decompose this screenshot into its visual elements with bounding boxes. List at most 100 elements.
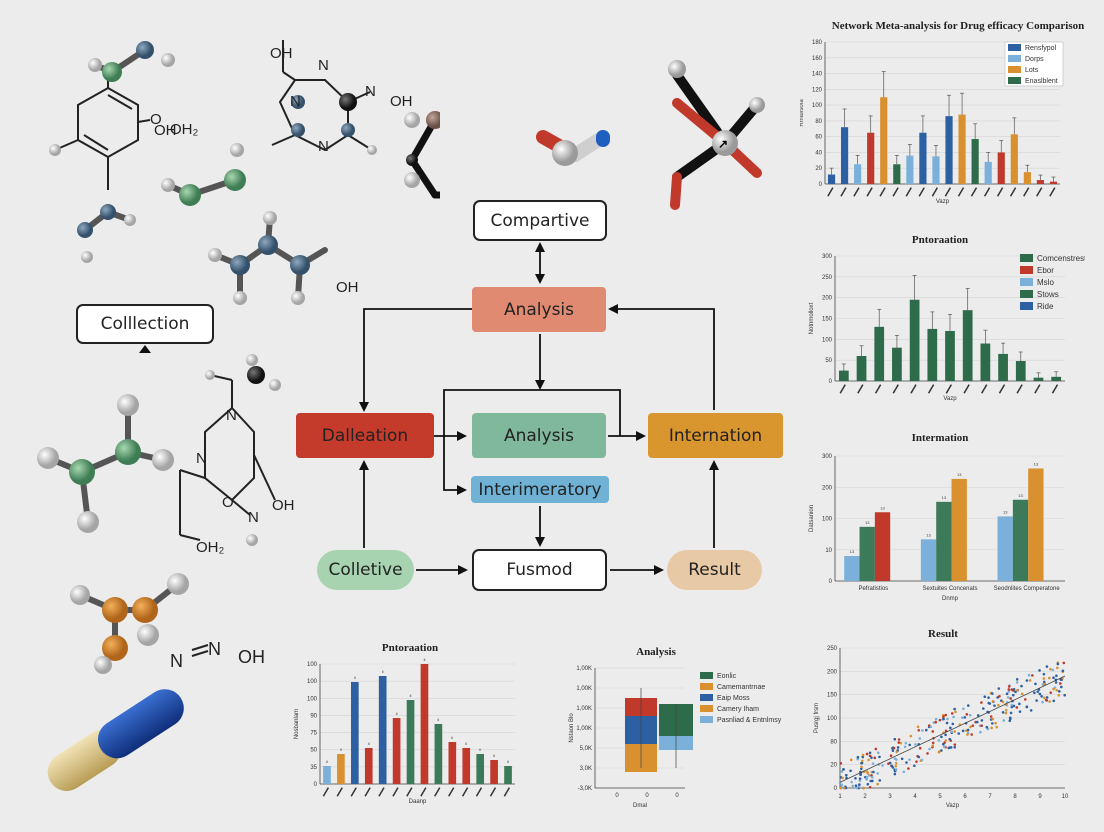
scatter-point (904, 741, 908, 745)
y-tick-label: 250 (827, 646, 838, 652)
y-tick-label: 1,00K (576, 726, 592, 732)
bar (874, 326, 885, 381)
x-tick-label: 3 (888, 794, 892, 800)
scatter-point (907, 767, 910, 770)
scatter-point (845, 776, 848, 780)
y-axis-label: Rmtbfsofa (800, 99, 805, 127)
scatter-point (891, 749, 895, 752)
scatter-point (842, 768, 845, 771)
scatter-point (966, 733, 969, 736)
scatter-point (878, 779, 882, 782)
legend-swatch (1020, 266, 1033, 274)
scatter-point (1027, 673, 1031, 677)
scatter-point (1002, 719, 1006, 722)
legend-label: Rensfypol (1025, 45, 1057, 52)
scatter-point (1008, 716, 1012, 720)
x-tick-label: ▬▬ (838, 186, 848, 198)
x-tick-label: ▬▬ (979, 383, 989, 395)
bar (927, 328, 938, 381)
scatter-point (844, 773, 848, 777)
scatter-point (971, 724, 975, 727)
interimeratory-box[interactable]: Interimeratory (471, 476, 609, 503)
bar (920, 539, 937, 581)
scatter-point (943, 745, 947, 748)
analysis-top-box[interactable]: Analysis (472, 287, 606, 332)
comparative-box[interactable]: Compartive (473, 200, 607, 241)
y-tick-label: 50 (825, 358, 832, 364)
scatter-point (1015, 681, 1019, 684)
x-tick-label: ▬▬ (1014, 383, 1024, 395)
trend-line (839, 675, 1066, 783)
internation-box[interactable]: Internation (648, 413, 783, 458)
scatter-point (1018, 702, 1021, 706)
y-tick-label: 200 (822, 296, 833, 302)
analysis-mid-box[interactable]: Analysis (472, 413, 606, 458)
scatter-point (969, 713, 972, 717)
scatter-point (855, 786, 859, 790)
scatter-point (900, 757, 904, 761)
colletive-box[interactable]: Colletive (317, 550, 414, 590)
scatter-point (1012, 687, 1016, 691)
scatter-point (1044, 698, 1048, 702)
scatter-point (1018, 710, 1022, 713)
scatter-point (989, 715, 993, 718)
scatter-point (990, 726, 993, 730)
scatter-point (931, 744, 935, 748)
scatter-point (1038, 669, 1041, 672)
fusmod-box[interactable]: Fusmod (472, 549, 607, 591)
x-tick-label: ▬▬ (943, 186, 953, 198)
chart-1-title: Network Meta-analysis for Drug efficacy … (831, 20, 1085, 32)
scatter-point (991, 722, 994, 725)
molecule-atom-label: OH₂ (196, 539, 225, 556)
scatter-point (849, 769, 852, 773)
scatter-point (1056, 666, 1059, 670)
bar (984, 161, 992, 184)
bar (867, 132, 875, 184)
scatter-point (950, 712, 954, 715)
x-tick-label: ▬▬ (997, 383, 1007, 395)
scatter-point (950, 730, 954, 734)
scatter-point (1015, 678, 1019, 681)
scatter-point (966, 728, 970, 732)
scatter-point (1007, 688, 1011, 691)
legend-swatch (1020, 290, 1033, 298)
scatter-point (858, 783, 861, 786)
scatter-point (917, 755, 921, 759)
x-tick-label: Sextuites Concenats (922, 586, 977, 592)
scatter-point (1001, 711, 1005, 714)
result-box[interactable]: Result (667, 550, 762, 590)
scatter-point (946, 717, 949, 721)
bar (1051, 376, 1062, 381)
y-tick-label: 1,00K (576, 706, 592, 712)
x-tick-label: 4 (913, 794, 917, 800)
molecule-atom-label: OH (336, 279, 359, 296)
x-tick-label: ▬▬ (926, 383, 936, 395)
bar (962, 310, 973, 381)
x-tick-label: 9 (1038, 794, 1042, 800)
dalleation-box[interactable]: Dalleation (296, 413, 434, 458)
y-axis-label: Notnmolloxt (809, 302, 815, 334)
x-axis-label: Vazp (946, 803, 960, 809)
y-tick-label: 300 (822, 454, 833, 460)
data-label: 13 (957, 472, 962, 477)
bar (958, 114, 966, 184)
scatter-point (966, 704, 970, 707)
scatter-point (951, 722, 955, 726)
scatter-point (957, 732, 961, 735)
scatter-point (990, 692, 994, 695)
scatter-point (893, 737, 897, 741)
bar (906, 155, 914, 184)
x-tick-label: ▬▬ (890, 186, 900, 198)
x-tick-label: ▬▬ (944, 383, 954, 395)
scatter-point (1038, 692, 1042, 696)
legend-swatch (700, 672, 713, 679)
collection-box[interactable]: Colllection (76, 304, 214, 344)
scatter-point (1049, 667, 1052, 671)
bar (476, 754, 485, 784)
scatter-point (970, 733, 974, 736)
scatter-point (1042, 672, 1046, 676)
y-axis-label: Datsanion (809, 505, 815, 532)
x-tick-label: ▬▬ (961, 383, 971, 395)
scatter-point (1049, 691, 1053, 694)
chart-5: 1,00K1,00K1,00K1,00K5,0K3,0K-3,0KNstaon … (569, 666, 782, 809)
